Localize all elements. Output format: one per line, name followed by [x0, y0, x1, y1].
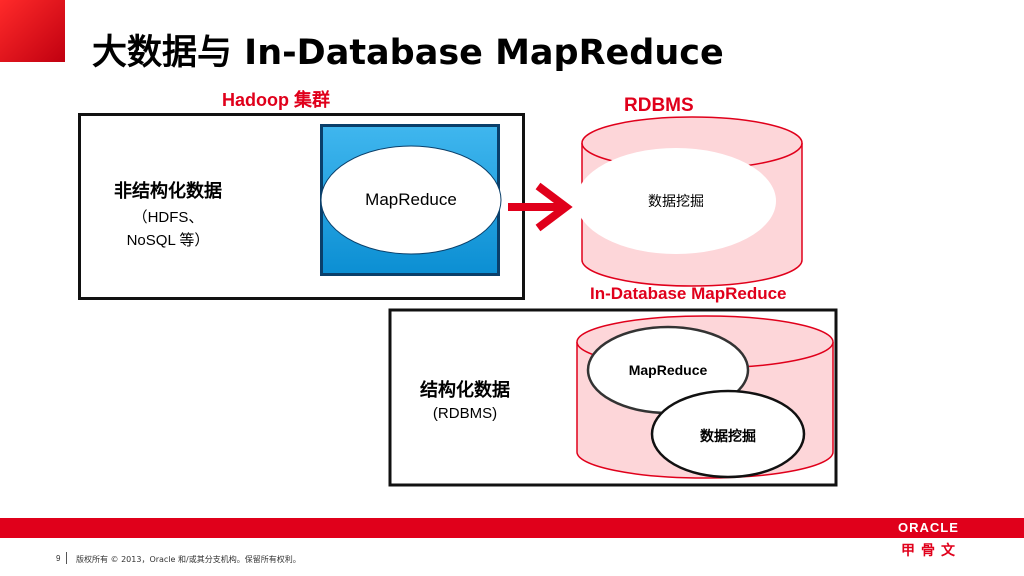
structured-sub: (RDBMS) [432, 405, 498, 422]
footer-divider [66, 552, 67, 564]
copyright-text: 版权所有 © 2013，Oracle 和/或其分支机构。保留所有权利。 [76, 555, 301, 564]
structured-title: 结构化数据 [420, 380, 510, 401]
mapreduce-ellipse [320, 145, 502, 255]
rdbms-mining-ellipse [576, 148, 776, 254]
footer-bar [0, 518, 1024, 538]
oracle-logo-cn: 甲骨文 [901, 543, 961, 559]
corner-accent [0, 0, 65, 62]
slide-title: 大数据与 In-Database MapReduce [92, 33, 724, 73]
rdbms-mining-label: 数据挖掘 [648, 194, 704, 210]
unstructured-sub1: （HDFS、 [132, 209, 204, 226]
page-number: 9 [56, 554, 61, 563]
oracle-logo-text: ORACLE [898, 520, 959, 535]
indb-mining-text: 数据挖掘 [700, 429, 756, 445]
indb-mapreduce-label: In-Database MapReduce [590, 284, 787, 303]
indb-mining-ellipse [650, 389, 806, 479]
unstructured-title: 非结构化数据 [114, 181, 222, 202]
arrow-icon [508, 182, 573, 232]
rdbms-label: RDBMS [624, 95, 694, 116]
structured-data-label: 结构化数据 (RDBMS) [392, 376, 538, 422]
oracle-logo: ORACLE [898, 520, 959, 535]
unstructured-data-label: 非结构化数据 （HDFS、 NoSQL 等） [88, 177, 248, 250]
indb-mapreduce-text: MapReduce [628, 362, 708, 378]
hadoop-cluster-label: Hadoop 集群 [222, 90, 330, 110]
unstructured-sub2: NoSQL 等） [126, 232, 210, 249]
mapreduce-hadoop-label: MapReduce [365, 190, 457, 209]
